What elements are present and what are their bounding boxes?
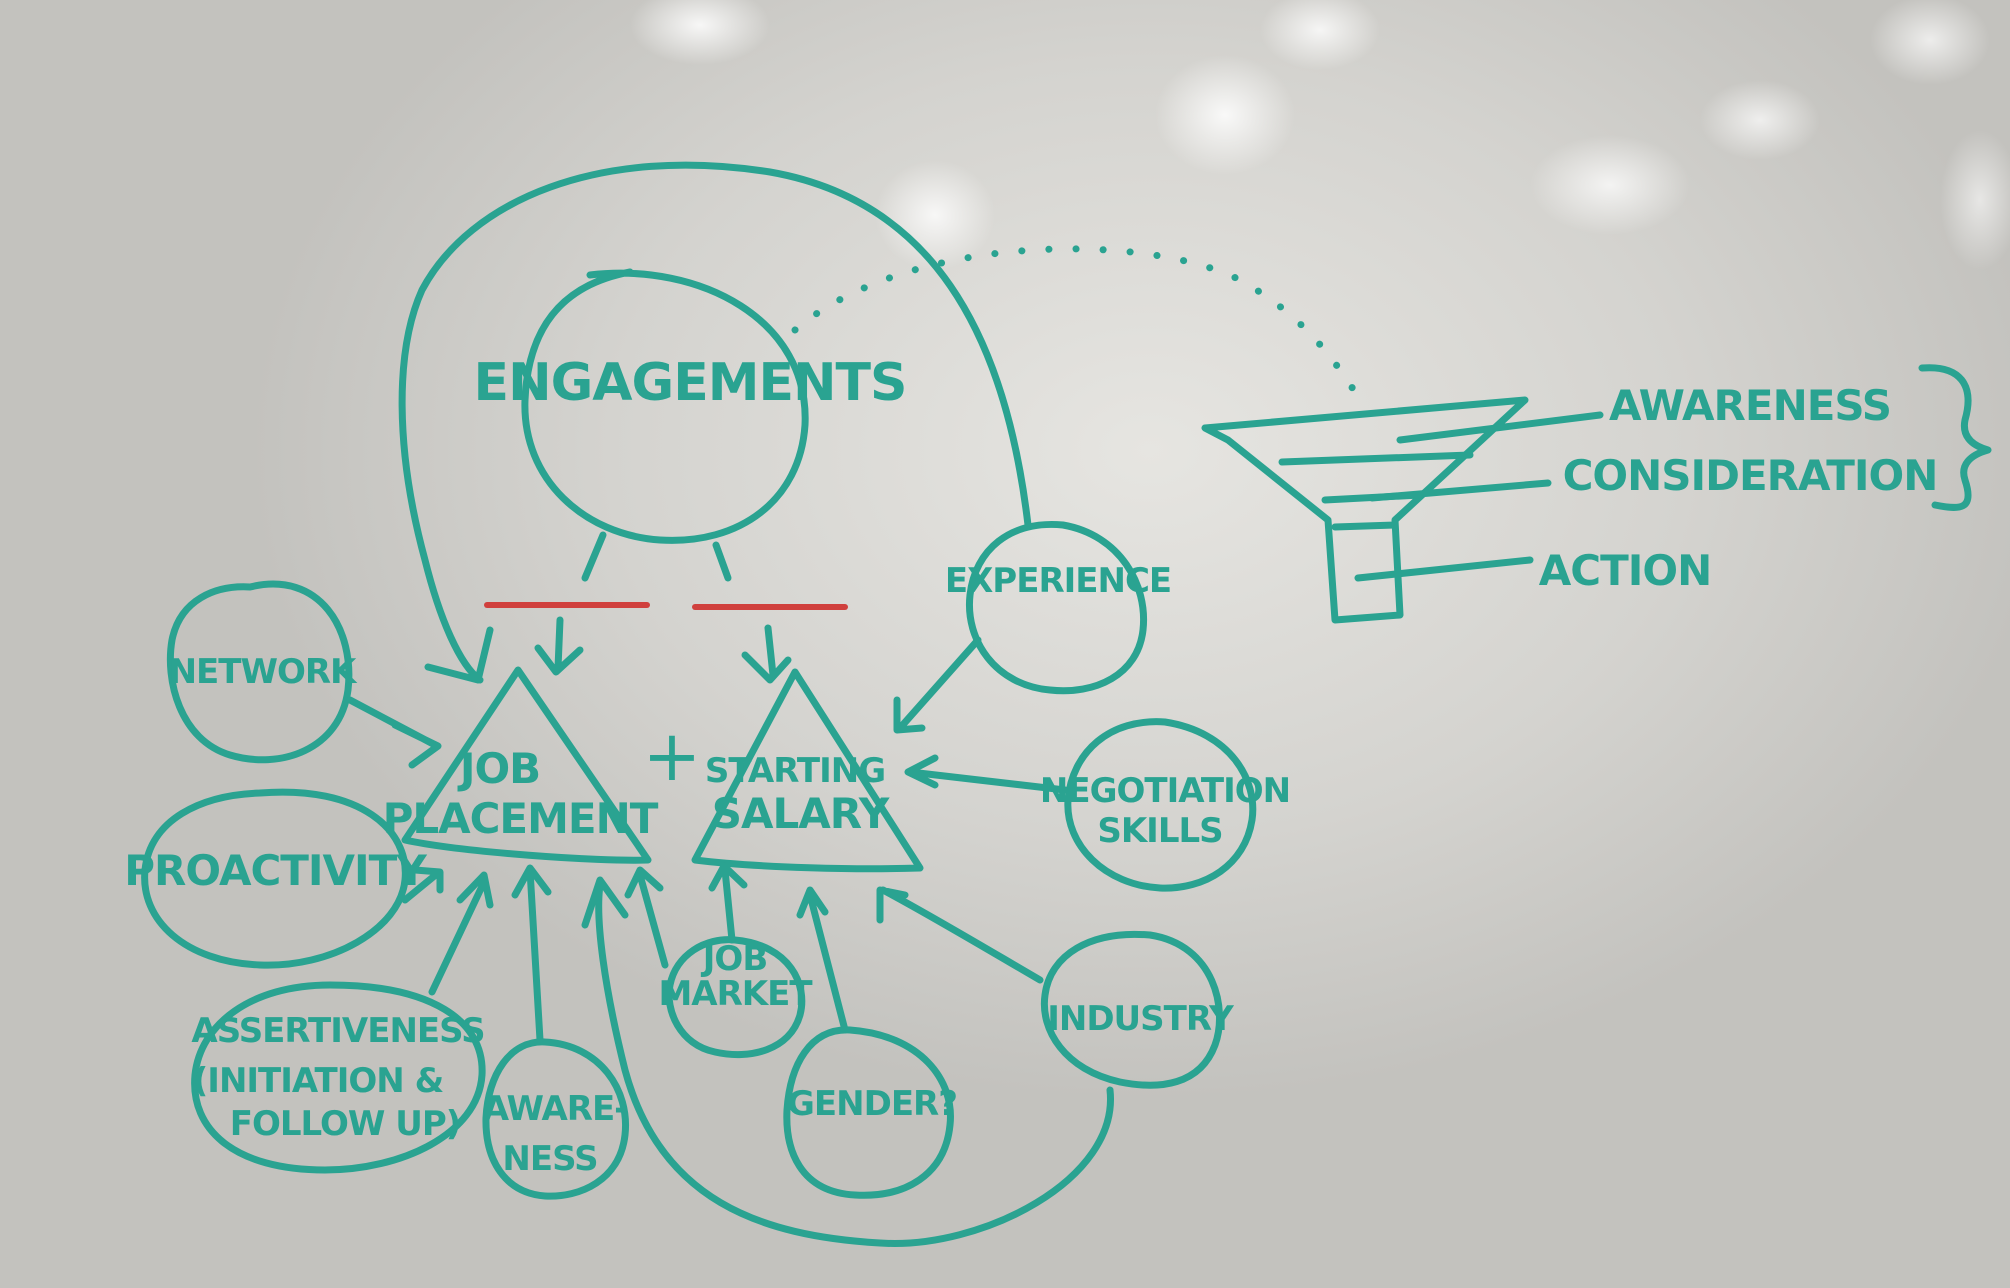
industry-circle	[1040, 930, 1224, 1089]
arrow-negotiation-to-salary	[904, 754, 1069, 794]
assertiveness-label-line2: (INITIATION &	[193, 1061, 444, 1101]
awareness-circle	[482, 1038, 630, 1200]
arrow-job-market-to-salary	[708, 862, 748, 944]
arrow-experience-to-salary	[893, 636, 982, 734]
job-placement-triangle	[401, 666, 652, 864]
proactivity-label: PROACTIVITY	[124, 846, 427, 895]
industry-label: INDUSTRY	[1047, 999, 1234, 1039]
funnel-stage-action: ACTION	[1539, 546, 1711, 595]
awareness-circle-label-line2: NESS	[502, 1139, 597, 1179]
arrow-assertiveness-to-job	[428, 871, 494, 996]
funnel-leader-1	[1396, 411, 1604, 444]
job-market-circle	[665, 936, 806, 1059]
awareness-circle-label-line1: AWARE-	[483, 1089, 628, 1129]
network-circle	[166, 580, 353, 764]
job-placement-label-line1: JOB	[457, 744, 540, 793]
arrow-awareness-to-job	[511, 864, 552, 1044]
arrowhead-loop	[581, 876, 629, 929]
job-placement-label-line2: PLACEMENT	[383, 794, 659, 843]
arrow-job-market-to-job	[624, 866, 669, 969]
engagements-circle	[521, 268, 809, 544]
job-market-label-line1: JOB	[701, 939, 767, 979]
arrow-engagements-to-salary	[741, 624, 792, 684]
gender-label: GENDER?	[787, 1084, 957, 1124]
funnel-leader-2	[1368, 479, 1552, 502]
assertiveness-label-line3: FOLLOW UP)	[230, 1104, 461, 1144]
arrow-network-to-job	[346, 696, 442, 769]
assertiveness-label-line1: ASSERTIVENESS	[191, 1011, 484, 1051]
arrow-engagements-to-job	[534, 616, 584, 676]
funnel-stage-consideration: CONSIDERATION	[1563, 451, 1938, 500]
funnel-brace	[1918, 364, 1992, 511]
arrow-gender-to-salary	[796, 886, 849, 1034]
starting-salary-label-line2: SALARY	[712, 789, 890, 838]
loop-industry-to-job-placement	[595, 881, 1114, 1247]
funnel-leader-3	[1354, 556, 1534, 582]
job-market-label-line2: MARKET	[658, 974, 813, 1014]
funnel-band-1	[1278, 451, 1474, 466]
arrow-proactivity-to-job	[401, 866, 444, 904]
starting-salary-triangle	[691, 668, 924, 873]
engagements-label: ENGAGEMENTS	[474, 353, 907, 413]
experience-label: EXPERIENCE	[945, 561, 1171, 601]
network-label: NETWORK	[169, 652, 358, 692]
assertiveness-ellipse	[191, 981, 486, 1174]
funnel-stem-divider	[1331, 521, 1399, 531]
engagements-leg-right	[712, 541, 732, 582]
negotiation-label-line1: NEGOTIATION	[1040, 771, 1290, 811]
proactivity-ellipse	[141, 788, 409, 969]
experience-circle	[965, 520, 1148, 695]
funnel-shape	[1201, 396, 1529, 624]
arc-experience-to-job-placement	[398, 161, 1032, 684]
gender-circle	[783, 1026, 954, 1199]
plus-sign: +	[643, 715, 702, 797]
engagements-leg-left	[581, 531, 607, 582]
arrow-industry-to-salary	[876, 886, 1044, 984]
funnel-stage-awareness: AWARENESS	[1609, 381, 1891, 430]
arrowhead-arc	[424, 626, 494, 684]
starting-salary-label-line1: STARTING	[705, 751, 885, 791]
negotiation-circle	[1064, 718, 1257, 892]
negotiation-label-line2: SKILLS	[1097, 811, 1222, 851]
